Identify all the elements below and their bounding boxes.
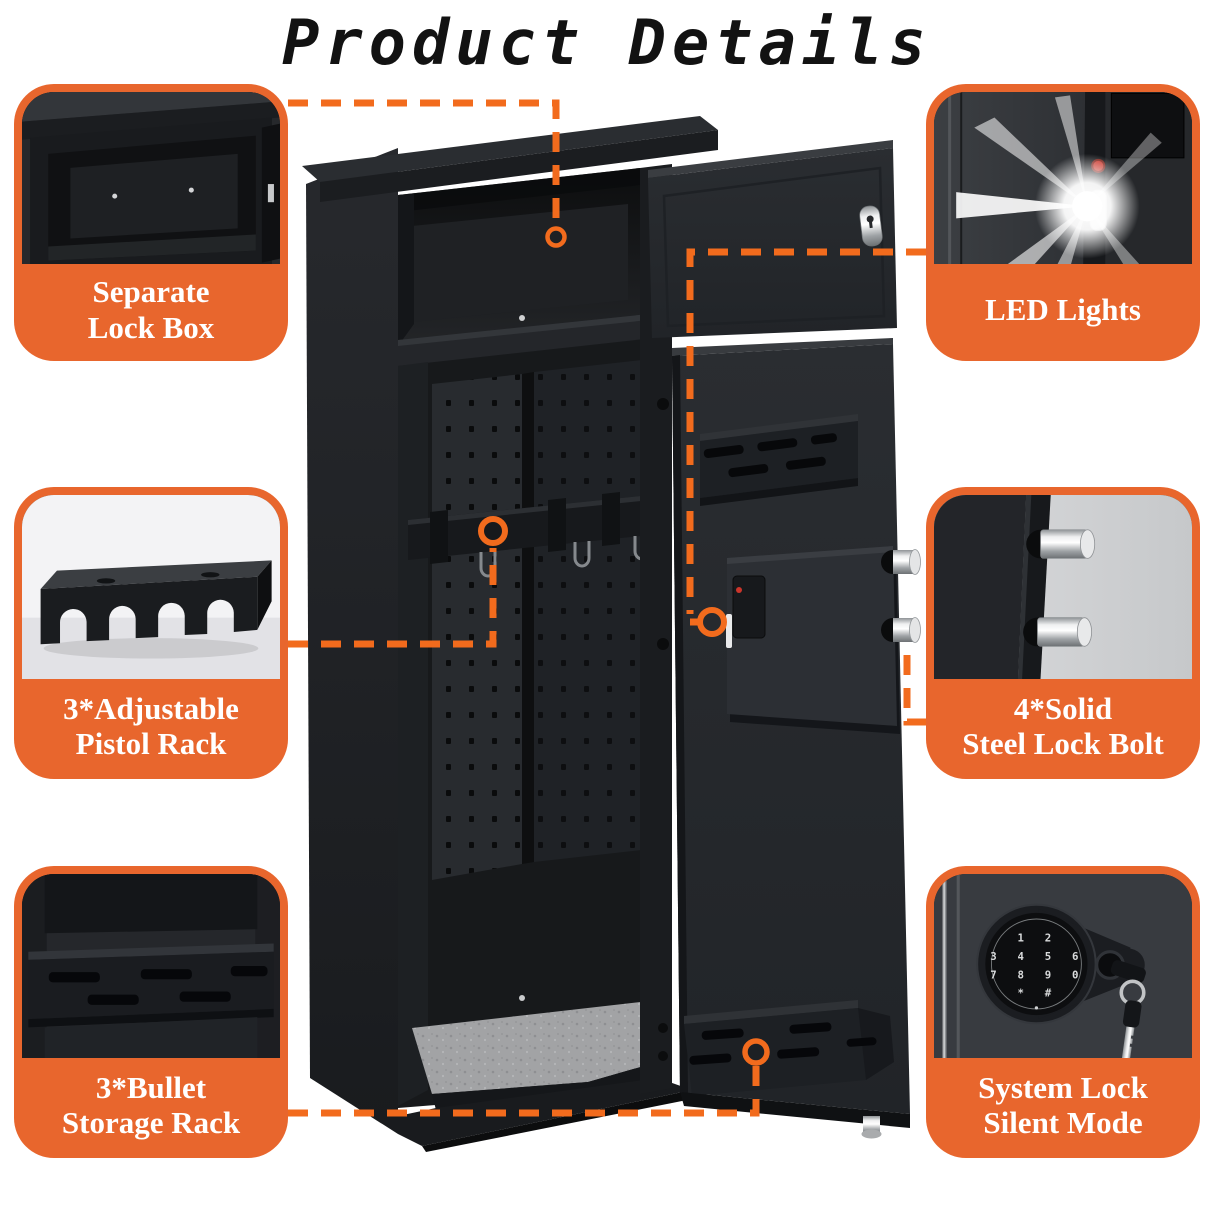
connector-bullet-rack xyxy=(288,1066,760,1117)
connector-lock-bolt xyxy=(903,652,926,726)
door-inner-lock-box xyxy=(726,546,900,734)
keypad-row-4: * # xyxy=(1018,987,1056,1000)
door-bottom-bullet-rack xyxy=(684,1000,894,1096)
cabinet-body xyxy=(302,116,718,1152)
page-title: Product Details xyxy=(282,6,932,79)
callout-pistol-rack: 3*Adjustable Pistol Rack xyxy=(14,487,288,779)
steel-lock-bolts xyxy=(881,549,921,643)
callout-label: Separate Lock Box xyxy=(87,274,215,345)
callout-led-lights: LED Lights xyxy=(926,84,1200,361)
photo-separate-lock-box xyxy=(22,92,280,264)
callout-connectors xyxy=(288,99,926,1117)
photo-led-lights xyxy=(934,92,1192,264)
callout-lock-bolt: 4*Solid Steel Lock Bolt xyxy=(926,487,1200,779)
callout-markers xyxy=(478,226,770,1066)
photo-lock-bolt xyxy=(934,495,1192,679)
callout-label: System Lock Silent Mode xyxy=(978,1069,1148,1140)
keypad-row-1: 1 2 xyxy=(1018,931,1056,944)
marker-circle-bullet-rack xyxy=(742,1038,770,1066)
marker-circle-pistol-rack xyxy=(478,516,508,546)
photo-system-lock: 1 2 3 4 5 6 7 8 9 0 * # xyxy=(934,874,1192,1058)
pegboard-panels xyxy=(432,358,660,880)
marker-circle-lock-box xyxy=(545,226,567,248)
top-lock-box-door xyxy=(648,140,897,338)
door-top-bullet-rack xyxy=(700,414,858,506)
keypad-row-3: 7 8 9 0 xyxy=(990,968,1082,981)
callout-label: 4*Solid Steel Lock Bolt xyxy=(962,690,1164,761)
felt-floor xyxy=(412,1000,658,1110)
connector-pistol-rack xyxy=(288,548,497,648)
callout-label: 3*Adjustable Pistol Rack xyxy=(63,690,239,761)
red-indicator-dot xyxy=(736,587,742,593)
connector-separate-lock-box xyxy=(288,99,560,225)
photo-pistol-rack xyxy=(22,495,280,679)
marker-circle-led xyxy=(697,607,727,637)
callout-system-lock: 1 2 3 4 5 6 7 8 9 0 * # xyxy=(926,866,1200,1158)
callout-separate-lock-box: Separate Lock Box xyxy=(14,84,288,361)
door-foot xyxy=(861,1116,882,1139)
callout-label: 3*Bullet Storage Rack xyxy=(61,1069,241,1140)
callout-label: LED Lights xyxy=(985,291,1141,327)
hanging-key xyxy=(1121,1000,1142,1058)
top-door-latch xyxy=(859,205,883,247)
main-door xyxy=(672,338,921,1139)
keypad-lock: 1 2 3 4 5 6 7 8 9 0 * # xyxy=(976,903,1146,1058)
keypad-row-2: 3 4 5 6 xyxy=(990,950,1082,963)
photo-bullet-rack xyxy=(22,874,280,1058)
connector-led-lights xyxy=(686,248,926,626)
callout-bullet-rack: 3*Bullet Storage Rack xyxy=(14,866,288,1158)
